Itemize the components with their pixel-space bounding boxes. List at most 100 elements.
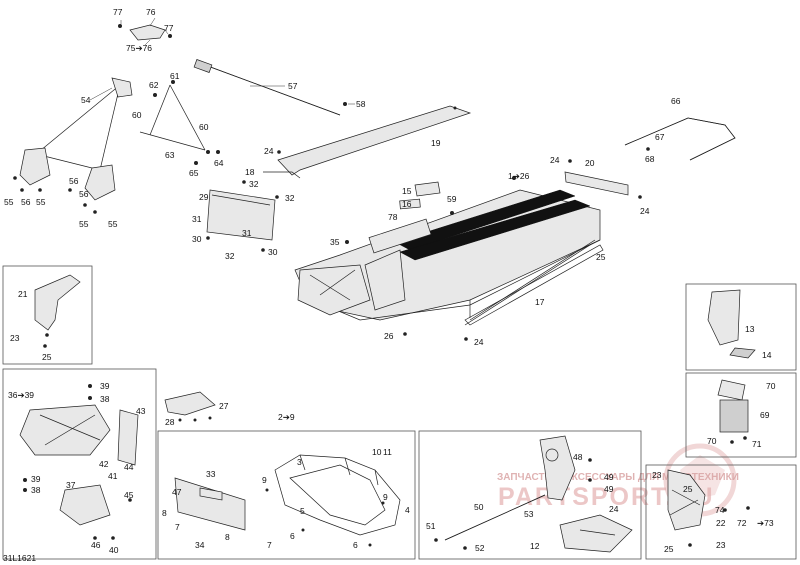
callout-17: 17: [535, 297, 545, 307]
part-69-assembly: [717, 379, 749, 444]
callout-53: 53: [524, 509, 534, 519]
callout-34: 34: [195, 540, 205, 550]
callout-70-b: 70: [707, 436, 717, 446]
part-20-bracket: [564, 159, 642, 199]
callout-23-b: 23: [652, 470, 662, 480]
callout-66: 66: [671, 96, 681, 106]
callout-61: 61: [170, 71, 180, 81]
callout-47: 47: [172, 487, 182, 497]
watermark-text-line1: ЗАПЧАСТИ И АКСЕССУАРЫ ДЛЯ МОТОТЕХНИКИ: [497, 472, 739, 483]
part-17-strip: [464, 239, 596, 326]
callout-40: 40: [109, 545, 119, 555]
part-29-bracket: [206, 171, 301, 252]
detail-box-2-9: [157, 430, 416, 560]
diagram-code: 31L1621: [3, 553, 36, 563]
callout-55-c: 55: [79, 219, 89, 229]
callout-62: 62: [149, 80, 159, 90]
callout-19: 19: [431, 138, 441, 148]
callout-39-b: 39: [31, 474, 41, 484]
callout-32-a: 32: [249, 179, 259, 189]
callout-24-d: 24: [474, 337, 484, 347]
callout-25-b: 25: [42, 352, 52, 362]
callout-36-39: 36➔39: [8, 390, 34, 400]
callout-22: 22: [716, 518, 726, 528]
detail-box-48-53: [418, 430, 642, 560]
callout-77-a: 77: [113, 7, 123, 17]
callout-24-b: 24: [550, 155, 560, 165]
callout-59: 59: [447, 194, 457, 204]
callout-30-b: 30: [268, 247, 278, 257]
detail-box-13-14: [685, 283, 797, 371]
callout-labels: 77 76 77 75➔76 57 58 54 61 62 60 60 63 6…: [4, 7, 776, 555]
callout-32-b: 32: [285, 193, 295, 203]
callout-49-b: 49: [604, 484, 614, 494]
detail-box-69-71: [685, 372, 797, 458]
callout-43: 43: [136, 406, 146, 416]
callout-9-a: 9: [262, 475, 267, 485]
callout-1-26: 1➔26: [508, 171, 530, 181]
callout-24-c: 24: [640, 206, 650, 216]
callout-7-b: 7: [267, 540, 272, 550]
callout-33: 33: [206, 469, 216, 479]
callout-11: 11: [383, 447, 392, 457]
callout-2-9: 2➔9: [278, 412, 295, 422]
callout-42: 42: [99, 459, 109, 469]
callout-16: 16: [402, 199, 412, 209]
callout-68: 68: [645, 154, 655, 164]
callout-50: 50: [474, 502, 484, 512]
callout-31-a: 31: [192, 214, 202, 224]
part-36-assembly: [19, 384, 139, 540]
callout-77-b: 77: [164, 23, 174, 33]
callout-24-a: 24: [264, 146, 274, 156]
callout-37: 37: [66, 480, 76, 490]
callout-29: 29: [199, 192, 209, 202]
part-1-tunnel: [294, 176, 604, 341]
part-13-plate: [707, 289, 756, 359]
callout-9-b: 9: [383, 492, 388, 502]
callout-13: 13: [745, 324, 755, 334]
callout-75-76: 75➔76: [126, 43, 152, 53]
part-75-76-assembly: [118, 17, 172, 46]
callout-71: 71: [752, 439, 762, 449]
callout-58: 58: [356, 99, 366, 109]
callout-52: 52: [475, 543, 485, 553]
callout-4: 4: [405, 505, 410, 515]
callout-24-e: 24: [609, 504, 619, 514]
part-19-rail: [277, 105, 472, 176]
callout-26: 26: [384, 331, 394, 341]
callout-8-a: 8: [162, 508, 167, 518]
detail-box-23-25: [645, 464, 797, 560]
callout-48: 48: [573, 452, 583, 462]
callout-60-a: 60: [132, 110, 142, 120]
callout-27: 27: [219, 401, 229, 411]
callout-46: 46: [91, 540, 101, 550]
callout-55-b: 55: [36, 197, 46, 207]
callout-70-a: 70: [766, 381, 776, 391]
callout-28: 28: [165, 417, 175, 427]
callout-78: 78: [388, 212, 398, 222]
callout-20: 20: [585, 158, 595, 168]
callout-69: 69: [760, 410, 770, 420]
callout-38-a: 38: [100, 394, 110, 404]
callout-55-a: 55: [4, 197, 14, 207]
callout-21: 21: [18, 289, 28, 299]
callout-10: 10: [372, 447, 382, 457]
callout-15: 15: [402, 186, 412, 196]
callout-49-a: 49: [604, 472, 614, 482]
callout-6-b: 6: [353, 540, 358, 550]
callout-25-c: 25: [683, 484, 693, 494]
callout-56-a: 56: [69, 176, 79, 186]
callout-23-a: 23: [10, 333, 20, 343]
callout-56-c: 56: [21, 197, 31, 207]
callout-39-a: 39: [100, 381, 110, 391]
callout-72: 72: [737, 518, 747, 528]
callout-56-b: 56: [79, 189, 89, 199]
callout-73: ➔73: [757, 518, 774, 528]
callout-14: 14: [762, 350, 772, 360]
callout-76: 76: [146, 7, 156, 17]
callout-32-c: 32: [225, 251, 235, 261]
callout-57: 57: [288, 81, 298, 91]
callout-7-a: 7: [175, 522, 180, 532]
callout-30-a: 30: [192, 234, 202, 244]
